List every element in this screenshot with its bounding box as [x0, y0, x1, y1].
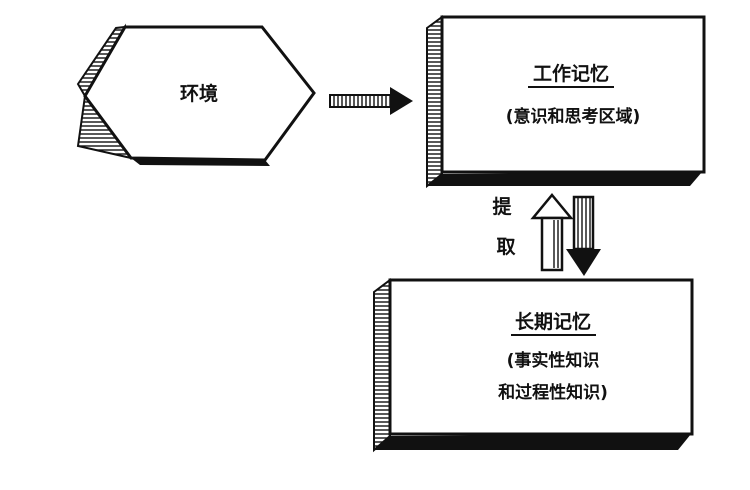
arrow-down-storage	[566, 195, 601, 276]
working-memory-box-side	[426, 15, 443, 189]
working-memory-title: 工作记忆	[533, 62, 609, 85]
long-term-memory-box-face	[388, 278, 694, 436]
long-term-memory-box: 长期记忆 (事实性知识 和过程性知识)	[373, 278, 694, 453]
environment-hexagon-face	[83, 25, 316, 162]
retrieval-label-char1: 提	[492, 195, 512, 218]
working-memory-box-bottom	[427, 172, 702, 186]
long-term-memory-line2: 和过程性知识)	[498, 382, 608, 403]
environment-label: 环境	[180, 82, 218, 105]
long-term-memory-box-side	[373, 278, 391, 453]
long-term-memory-box-bottom	[374, 434, 691, 450]
long-term-memory-line1: (事实性知识	[507, 350, 600, 371]
working-memory-subtitle: (意识和思考区域)	[506, 106, 641, 127]
working-memory-box-face	[440, 15, 706, 174]
arrow-up-retrieval	[530, 193, 574, 272]
arrow-environment-to-working-memory	[329, 87, 413, 115]
working-memory-box: 工作记忆 (意识和思考区域)	[426, 15, 706, 189]
environment-hexagon: 环境	[76, 23, 316, 166]
long-term-memory-title: 长期记忆	[515, 310, 591, 333]
retrieval-label-char2: 取	[496, 236, 515, 258]
